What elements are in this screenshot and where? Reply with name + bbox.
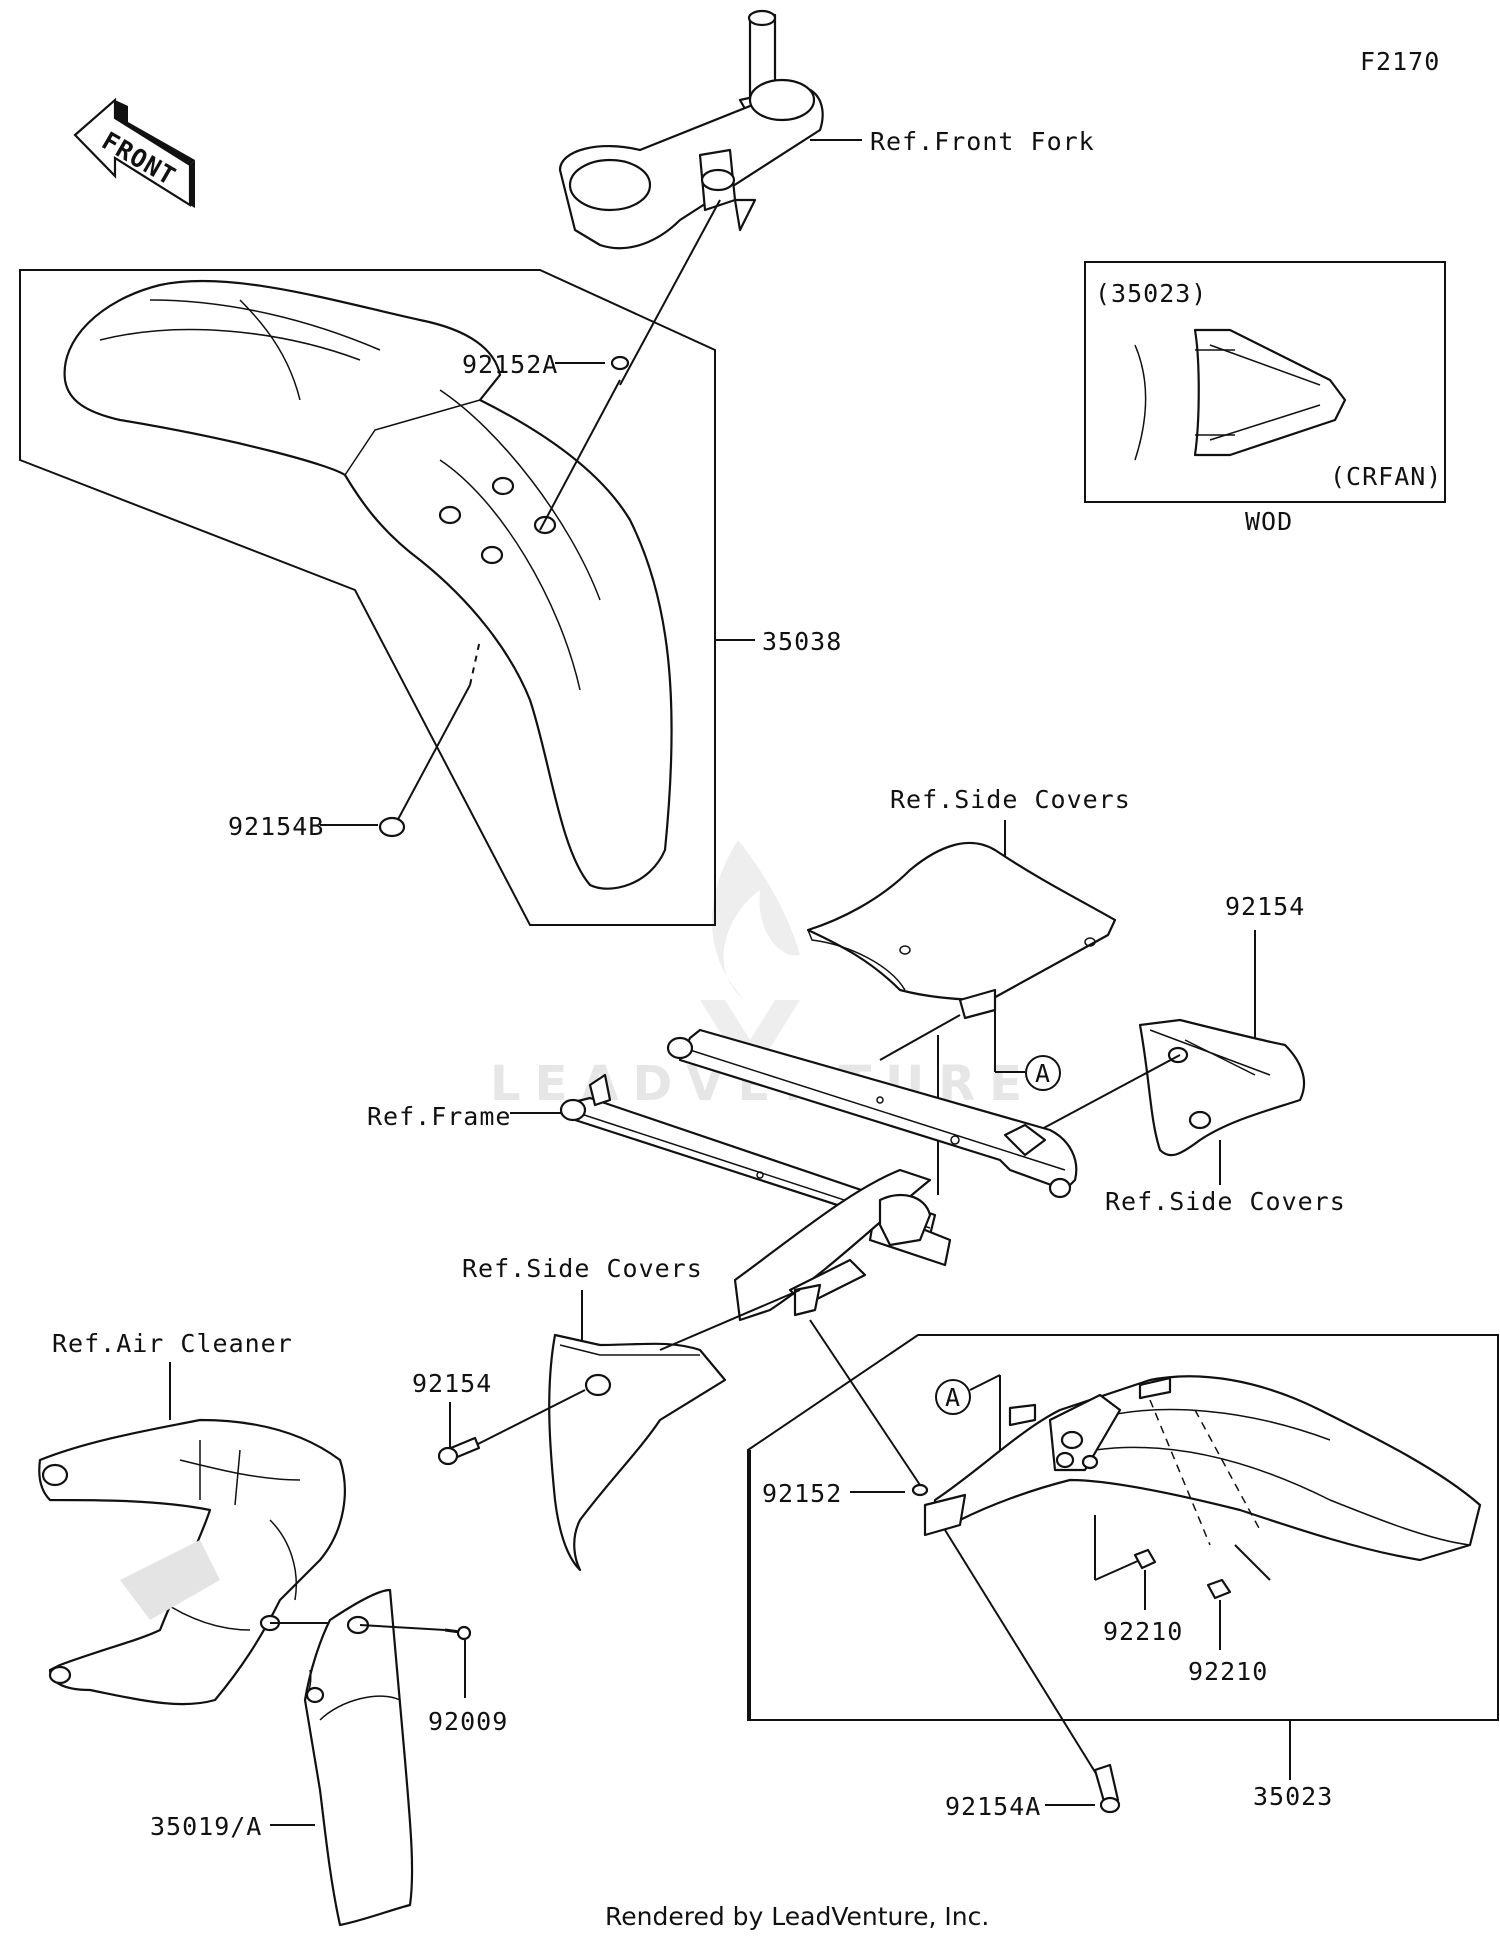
grommet-92152a bbox=[610, 355, 630, 371]
bolt-92154b bbox=[378, 816, 406, 838]
label-ref-frame: Ref.Frame bbox=[367, 1102, 511, 1131]
front-fork-illustration bbox=[558, 9, 824, 250]
nut-92210-a bbox=[1133, 1548, 1157, 1570]
inset-code-top: (35023) bbox=[1095, 279, 1207, 308]
bolt-92154-left bbox=[437, 1436, 481, 1466]
inset-code-bottom: (CRFAN) bbox=[1330, 462, 1442, 491]
mudguard-35019a-illustration bbox=[303, 1588, 414, 1927]
callout-a-top bbox=[1025, 1055, 1061, 1091]
label-35019a: 35019/A bbox=[150, 1812, 262, 1841]
label-92210-b: 92210 bbox=[1188, 1657, 1268, 1686]
frame-illustration bbox=[559, 1028, 1078, 1322]
side-cover-left-illustration bbox=[548, 1333, 727, 1572]
side-cover-top-illustration bbox=[806, 841, 1117, 1020]
label-circle-a-bottom: A bbox=[945, 1383, 961, 1412]
front-arrow-icon: FRONT bbox=[73, 97, 195, 208]
diagram-code: F2170 bbox=[1360, 47, 1440, 76]
label-ref-side-covers-top: Ref.Side Covers bbox=[890, 785, 1131, 814]
label-92152: 92152 bbox=[762, 1479, 842, 1508]
label-35023: 35023 bbox=[1253, 1782, 1333, 1811]
grommet-92152 bbox=[911, 1483, 929, 1497]
label-ref-air-cleaner: Ref.Air Cleaner bbox=[52, 1329, 293, 1358]
rear-fender-illustration bbox=[923, 1375, 1482, 1562]
label-92154a: 92154A bbox=[945, 1792, 1041, 1821]
inset-caption: WOD bbox=[1245, 507, 1293, 536]
label-92154-right: 92154 bbox=[1225, 892, 1305, 921]
side-cover-right-illustration bbox=[1138, 1018, 1305, 1157]
screw-92009 bbox=[444, 1625, 472, 1641]
label-ref-side-covers-left: Ref.Side Covers bbox=[462, 1254, 703, 1283]
label-92152a: 92152A bbox=[462, 350, 558, 379]
footer-credit: Rendered by LeadVenture, Inc. bbox=[605, 1902, 989, 1931]
label-circle-a-top: A bbox=[1035, 1059, 1051, 1088]
label-92210-a: 92210 bbox=[1103, 1617, 1183, 1646]
label-92009: 92009 bbox=[428, 1707, 508, 1736]
label-ref-front-fork: Ref.Front Fork bbox=[870, 127, 1095, 156]
bolt-92154a bbox=[1093, 1763, 1121, 1814]
nut-92210-b bbox=[1206, 1578, 1232, 1600]
air-cleaner-illustration bbox=[38, 1418, 346, 1706]
label-ref-side-covers-right: Ref.Side Covers bbox=[1105, 1187, 1346, 1216]
label-35038: 35038 bbox=[762, 627, 842, 656]
label-92154-left: 92154 bbox=[412, 1369, 492, 1398]
label-92154b: 92154B bbox=[228, 812, 324, 841]
rear-fender-tip-illustration bbox=[1134, 328, 1347, 461]
callout-a-bottom bbox=[935, 1379, 971, 1415]
front-fender-illustration bbox=[63, 279, 673, 890]
